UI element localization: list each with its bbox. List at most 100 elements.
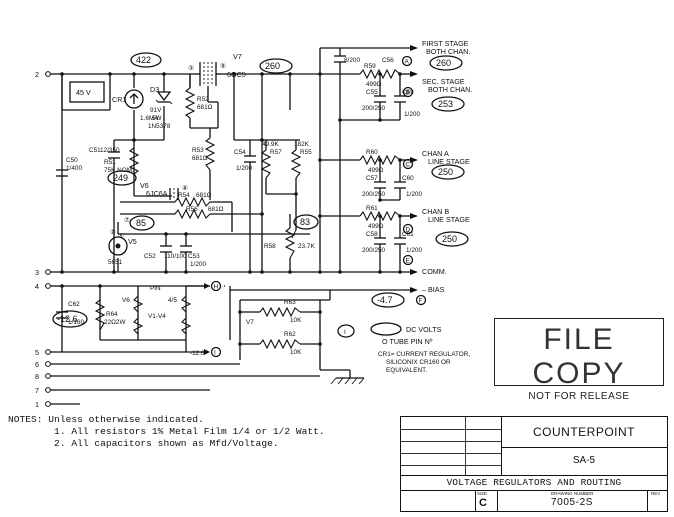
out-sec-line2: BOTH CHAN. — [428, 85, 472, 94]
r55-val: 182K — [294, 141, 310, 148]
v6-pin-7: ⑦ — [124, 217, 130, 224]
title-block: COUNTERPOINT SA-5 VOLTAGE REGULATORS AND… — [400, 416, 668, 512]
drawing-title: VOLTAGE REGULATORS AND ROUTING — [401, 475, 667, 491]
c53-symbol: C53 1/200 — [180, 245, 206, 268]
c61-ref: C61 — [402, 231, 414, 238]
r59-val: 499Ω — [366, 81, 382, 88]
terminal-labels: 2 3 4 5 6 8 7 1 — [35, 70, 39, 409]
r56-ref: R56 — [186, 206, 198, 213]
model-number: SA-5 — [572, 455, 596, 466]
size-value: C — [479, 497, 487, 509]
r57-ref: R57 — [270, 149, 282, 156]
r54-val: 681Ω — [196, 192, 212, 199]
r52-symbol: R52 681Ω — [184, 87, 213, 119]
r55-ref: R55 — [300, 149, 312, 156]
pin-numbers: 4/5 — [168, 297, 177, 304]
out-chanb-letter: D — [406, 227, 411, 234]
c57-symbol: C57 200/250 — [362, 175, 386, 198]
out-first-line2: BOTH CHAN. — [426, 47, 470, 56]
drawing-number-label: DRAWING NUMBER — [551, 491, 594, 496]
terminals — [45, 71, 51, 407]
notes-block: NOTES: Unless otherwise indicated. 1. Al… — [8, 414, 398, 450]
notes-heading: NOTES: Unless otherwise indicated. — [8, 414, 204, 425]
c59-val: 1/200 — [404, 111, 420, 118]
heater-h-letter: H — [214, 284, 219, 291]
legend-dc-volts: DC VOLTS — [406, 325, 442, 334]
terminal-8: 8 — [35, 372, 39, 381]
r52-ref: R52 — [197, 96, 209, 103]
r64-symbol: R64 22Ω2W — [94, 299, 126, 331]
r63-ref: R63 — [284, 299, 296, 306]
v6-pin-1: ① — [110, 229, 116, 236]
v5-tube: V5 5651 ⑤ — [108, 233, 137, 266]
r58-ref: R58 — [264, 243, 276, 250]
output-labels: FIRST STAGE BOTH CHAN. A SEC. STAGE BOTH… — [180, 39, 472, 358]
r59-symbol: R59 499Ω — [359, 63, 401, 88]
voltage-neg-4-7: -4.7 — [377, 295, 393, 305]
c62-val: 1/160 — [68, 319, 84, 326]
terminal-5: 5 — [35, 348, 39, 357]
c50-symbol: C50 1/400 — [56, 157, 82, 177]
r57-symbol: 49.9K R57 — [260, 141, 282, 179]
d3-part: 1N5378 — [148, 123, 171, 130]
c52-symbol: C52 110/100 — [144, 245, 187, 260]
heater-i-letter: I — [214, 350, 216, 357]
v7-type: 6GC5 — [227, 70, 246, 79]
r53-ref: R53 — [192, 147, 204, 154]
r53-val: 681Ω — [192, 155, 208, 162]
v5-pin-5: ⑤ — [118, 233, 124, 240]
voltage-249: 249 — [113, 173, 128, 183]
r52-val: 681Ω — [197, 104, 213, 111]
r58-symbol: R58 23.7K — [264, 227, 315, 259]
d3-symbol: D3 91V 5W 1N5378 — [148, 85, 173, 130]
v7-pin-9: ⑨ — [220, 63, 226, 70]
r64-val: 22Ω2W — [104, 319, 126, 326]
file-copy-stamp: FILE COPY NOT FOR RELEASE — [494, 318, 664, 402]
c56-val: 8/200 — [344, 57, 360, 64]
out-chana-line1: CHAN A — [422, 149, 449, 158]
voltage-250b: 250 — [442, 234, 457, 244]
c60-ref: C60 — [402, 175, 414, 182]
r58-val: 23.7K — [298, 243, 315, 250]
c59-symbol: C59 1/200 — [394, 89, 420, 118]
voltage-250a: 250 — [438, 167, 453, 177]
r61-val: 499Ω — [368, 223, 384, 230]
r61-ref: R61 — [366, 205, 378, 212]
r60-val: 499Ω — [368, 167, 384, 174]
out-bias: – BIAS — [422, 285, 445, 294]
v7-ref: V7 — [233, 52, 242, 61]
legend-tube-pin: O TUBE PIN Nº — [382, 337, 433, 346]
c54-val: 1/200 — [236, 165, 252, 172]
r54-symbol: R54 681Ω — [174, 192, 212, 208]
c59-ref: C59 — [402, 89, 414, 96]
v5-ref: V5 — [128, 237, 137, 246]
junction-dots — [60, 72, 402, 346]
voltage-253: 253 — [438, 99, 453, 109]
v6-type: 6JC6A — [146, 189, 168, 198]
c56-ref: C56 — [382, 57, 394, 64]
cr1-note: 1.6MA — [140, 115, 159, 122]
out-sec-line1: SEC. STAGE — [422, 77, 465, 86]
cr1-symbol: CR1 1.6MA — [112, 89, 159, 122]
r61-symbol: R61 499Ω — [359, 205, 401, 230]
heater-v7-group: V7 — [246, 319, 254, 326]
stamp-sub-text: NOT FOR RELEASE — [528, 391, 630, 402]
d3-voltage: 91V — [150, 107, 162, 114]
v6-ref: V6 — [140, 181, 149, 190]
voltage-85: 85 — [136, 218, 146, 228]
r56-symbol: R56 681Ω — [174, 206, 224, 220]
notes-item-2: 2. All capacitors shown as Mfd/Voltage. — [8, 438, 279, 449]
wiring — [48, 47, 410, 405]
c51-symbol: C51 12/350 — [89, 147, 120, 159]
c58-symbol: C58 200/250 — [362, 231, 386, 254]
d3-ref: D3 — [150, 85, 159, 94]
legend-cr1-line2: SILICONIX CR160 OR — [386, 359, 451, 366]
out-chanb-line1: CHAN B — [422, 207, 449, 216]
r56-val: 681Ω — [208, 206, 224, 213]
c52-val: 110/100 — [164, 253, 187, 260]
legend-symbol: I — [344, 329, 346, 336]
c50-ref: C50 — [66, 157, 78, 164]
terminal-7: 7 — [35, 386, 39, 395]
heater-v7: V7 — [246, 319, 254, 326]
r60-symbol: R60 499Ω — [359, 149, 401, 174]
